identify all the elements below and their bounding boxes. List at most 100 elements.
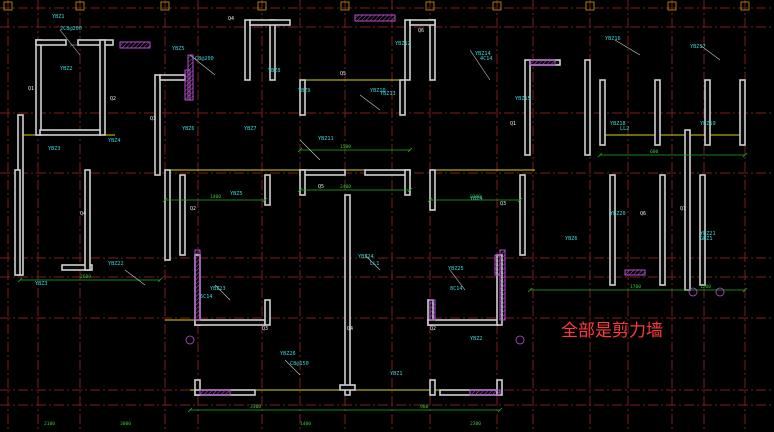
beam-note-label: 6C14 (200, 294, 213, 300)
diagonal-hatch-icon (624, 269, 646, 276)
dimension-value: 3300 (250, 404, 261, 410)
dimension-lines (17, 147, 748, 413)
dimension-tick (407, 187, 413, 193)
circle-marker-icon (185, 335, 195, 345)
shear-wall-annotation: 全部是剪力墙 (561, 321, 663, 340)
wall-id-label: Q2 (430, 326, 436, 332)
shear-wall (77, 39, 114, 46)
wall-tag-label: YBZ5 (230, 191, 243, 197)
wall-id-label: Q5 (318, 184, 324, 190)
shear-wall (524, 59, 531, 156)
shear-wall (364, 169, 411, 176)
wall-id-label: Q4 (228, 16, 234, 22)
shear-wall (429, 379, 436, 396)
wall-id-label: Q1 (510, 121, 516, 127)
wall-tag-label: YBZ17 (690, 44, 706, 50)
wall-tag-label: YBZ18 (610, 121, 626, 127)
shear-wall (35, 39, 67, 46)
wall-tag-label: YBZ9 (298, 88, 311, 94)
shear-wall (264, 174, 271, 206)
circle-marker-icon (688, 287, 698, 297)
dimension-tick (527, 287, 533, 293)
wall-tag-label: YBZ11 (318, 136, 334, 142)
shear-wall (84, 169, 91, 271)
wall-tag-label: YBZ19 (700, 121, 716, 127)
dimension-value: 600 (650, 149, 659, 155)
shear-wall (339, 384, 356, 391)
dimension-tick (517, 197, 523, 203)
dimension-tick (262, 197, 268, 203)
wall-tag-label: YBZ23 (210, 286, 226, 292)
shear-wall (704, 79, 711, 146)
shear-wall (244, 19, 251, 81)
wall-tag-label: YBZ7 (244, 126, 257, 132)
diagonal-hatch-icon (199, 389, 231, 396)
dimension-tick (187, 407, 193, 413)
wall-id-label: Q4 (80, 211, 86, 217)
dimension-value: 2400 (340, 184, 351, 190)
shear-wall (599, 79, 606, 146)
diagonal-hatch-icon (429, 299, 436, 321)
diagonal-hatch-icon (494, 254, 501, 276)
shear-wall (409, 19, 436, 26)
diagonal-hatch-icon (354, 14, 396, 22)
wall-tag-label: YBZ10 (370, 88, 386, 94)
shear-wall (399, 79, 406, 116)
square-bubble-icon (257, 1, 267, 11)
wall-tag-label: YBZ3 (35, 281, 48, 287)
wall-tag-label: YBZ1 (390, 371, 403, 377)
beam-note-label: 8C14 (450, 286, 463, 292)
shear-wall (249, 19, 291, 26)
dimension-tick (742, 152, 748, 158)
wall-tag-label: YBZ12 (395, 41, 411, 47)
shear-wall (99, 39, 106, 136)
wall-tag-label: YBZ1 (52, 14, 65, 20)
leader-line (124, 269, 146, 286)
wall-tag-label: YBZ5 (172, 46, 185, 52)
wall-id-label: Q3 (500, 201, 506, 207)
dimension-tick (742, 287, 748, 293)
shear-wall (519, 174, 526, 256)
shear-wall (404, 19, 411, 81)
shear-wall (609, 174, 616, 286)
leader-line (214, 284, 231, 301)
wall-id-label: Q6 (418, 28, 424, 34)
dimension-tick (597, 152, 603, 158)
wall-id-label: Q2 (110, 96, 116, 102)
dimension-value: 2300 (470, 421, 481, 427)
dimension-tick (407, 147, 413, 153)
diagonal-hatch-icon (119, 41, 151, 49)
shear-wall (264, 299, 271, 326)
beam-note-label: 2C8@200 (60, 26, 82, 32)
square-bubble-icon (340, 1, 350, 11)
shear-wall (154, 74, 161, 176)
leader-line (189, 54, 216, 76)
wall-tag-label: YBZ4 (470, 196, 483, 202)
wall-id-label: Q1 (28, 86, 34, 92)
shear-walls (14, 14, 746, 396)
dimension-value: 2100 (44, 421, 55, 427)
wall-tag-label: YBZ2 (60, 66, 73, 72)
shear-wall (194, 319, 266, 326)
shear-wall (427, 319, 499, 326)
shear-wall (299, 79, 306, 116)
square-bubble-icon (585, 1, 595, 11)
wall-id-label: Q5 (340, 71, 346, 77)
shear-wall (659, 174, 666, 286)
square-bubble-icon (667, 1, 677, 11)
shear-wall (344, 194, 351, 396)
dimension-value: 2300 (470, 194, 481, 200)
dimension-value: 2600 (80, 274, 91, 280)
square-bubble-icon (3, 1, 13, 11)
dimension-value: 1400 (210, 194, 221, 200)
leader-line (299, 139, 321, 161)
circle-marker-icon (715, 287, 725, 297)
beam-lines (20, 79, 740, 391)
leader-line (359, 94, 381, 111)
dimension-value: 900 (420, 404, 429, 410)
dimension-value: 3000 (120, 421, 131, 427)
shear-wall (404, 169, 411, 196)
dimension-tick (297, 147, 303, 153)
dimension-tick (17, 277, 23, 283)
